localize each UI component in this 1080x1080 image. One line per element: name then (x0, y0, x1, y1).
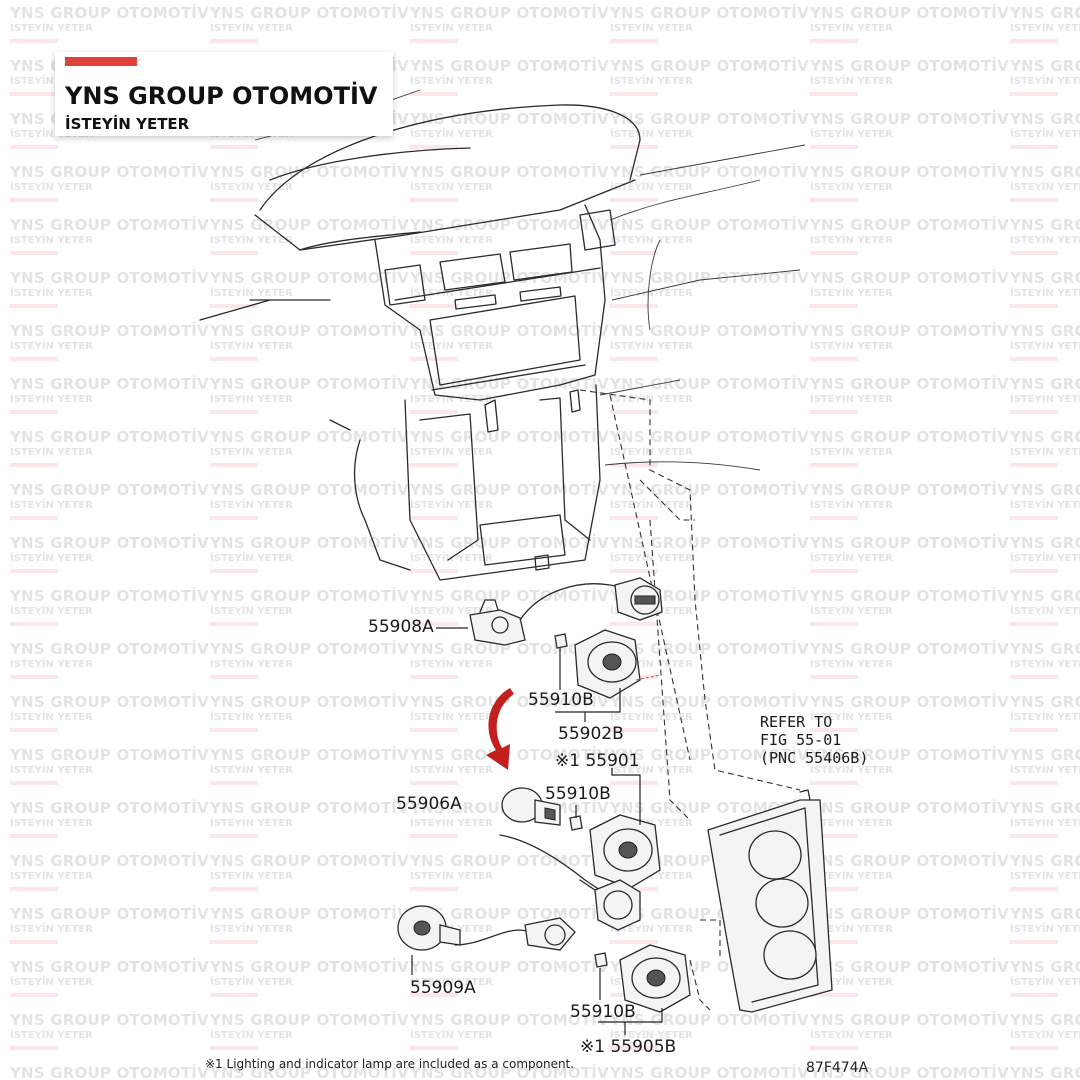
callout-55910B-mid: 55910B (545, 784, 611, 804)
brand-accent-bar (65, 57, 137, 66)
part-55902B (574, 629, 661, 699)
footnote: ※1 Lighting and indicator lamp are inclu… (205, 1057, 575, 1071)
brand-subtitle: İSTEYİN YETER (65, 115, 190, 133)
refer-note: REFER TO FIG 55-01 (PNC 55406B) (760, 713, 869, 767)
callout-55910B-top: 55910B (528, 690, 594, 710)
dashboard-outline (199, 89, 806, 581)
brand-logo-box: YNS GROUP OTOMOTİV İSTEYİN YETER (55, 52, 393, 136)
part-blower-switch-mid (579, 879, 641, 931)
part-lamp-socket (524, 917, 576, 951)
red-direction-arrow (486, 688, 514, 770)
part-55910B-top (554, 633, 568, 649)
part-55909A (397, 905, 461, 951)
callout-55905B: ※1 55905B (580, 1037, 677, 1057)
part-55901 (589, 814, 661, 889)
part-55910B-mid (569, 815, 583, 831)
callout-55906A: 55906A (396, 794, 462, 814)
callout-55901: ※1 55901 (555, 751, 640, 771)
callout-leaders (411, 627, 663, 1035)
part-55905B (619, 944, 691, 1013)
control-panel-bezel (707, 789, 833, 1013)
part-55906A (501, 787, 561, 826)
figure-code: 87F474A (806, 1060, 869, 1076)
callout-55908A: 55908A (368, 617, 434, 637)
callout-55902B: 55902B (558, 724, 624, 744)
part-55910B-bot (594, 952, 608, 968)
part-blower-switch-top (614, 577, 663, 621)
callout-55910B-bot: 55910B (570, 1002, 636, 1022)
part-55908A (469, 599, 526, 646)
callout-55909A: 55909A (410, 978, 476, 998)
brand-title: YNS GROUP OTOMOTİV (65, 82, 378, 110)
